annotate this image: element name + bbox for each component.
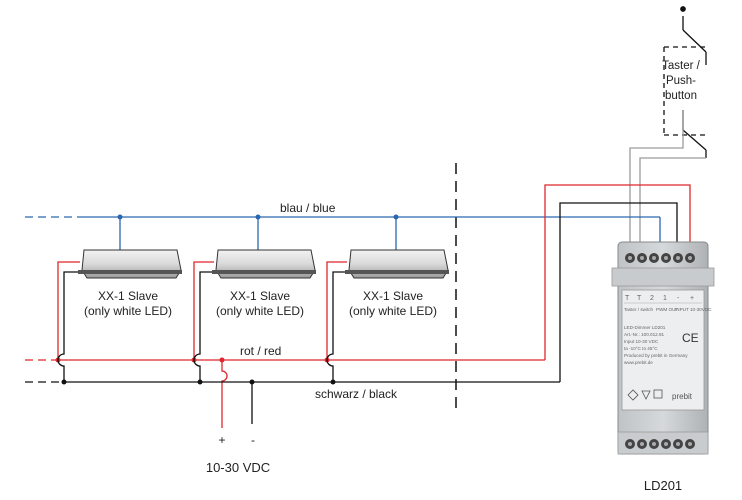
blue-junctions bbox=[117, 214, 399, 220]
terminal-t2: T bbox=[637, 295, 642, 302]
terminal-minus: - bbox=[677, 295, 680, 302]
supply-minus-label: - bbox=[251, 433, 255, 447]
supply-voltage-label: 10-30 VDC bbox=[206, 460, 270, 475]
slave-3-note: (only white LED) bbox=[349, 304, 437, 318]
device-info-3: Input 10-30 VDC bbox=[624, 339, 659, 344]
header-input: INPUT 10-30VDC bbox=[675, 307, 712, 312]
terminal-2: 2 bbox=[650, 295, 654, 302]
device-info-5: Produced by prebit in Germany bbox=[624, 353, 688, 358]
slave-lamp-3: XX-1 Slave (only white LED) bbox=[345, 249, 449, 318]
device-info-6: www.prebit.de bbox=[624, 360, 653, 365]
slave-2-name: XX-1 Slave bbox=[230, 289, 290, 303]
black-junctions bbox=[61, 379, 336, 385]
top-terminals bbox=[625, 253, 695, 263]
certification-icons bbox=[627, 389, 663, 401]
device-name-label: LD201 bbox=[644, 478, 682, 493]
slave-1-note: (only white LED) bbox=[84, 304, 172, 318]
slave-lamp-2: XX-1 Slave (only white LED) bbox=[212, 249, 316, 318]
terminal-plus: + bbox=[690, 295, 694, 302]
pushbutton-label-1: Taster / bbox=[662, 60, 701, 72]
blue-wire bbox=[25, 216, 661, 252]
pushbutton-label-3: button bbox=[665, 90, 697, 102]
device-info-4: ta -10°C to 45°C bbox=[624, 346, 658, 351]
terminal-t1: T bbox=[625, 295, 630, 302]
slave-1-name: XX-1 Slave bbox=[98, 289, 158, 303]
gray-switch-wires bbox=[629, 110, 706, 252]
red-wire bbox=[25, 184, 691, 428]
device-info-1: LED-Dimmer LD201 bbox=[624, 325, 666, 330]
black-wire bbox=[25, 202, 678, 424]
terminal-1: 1 bbox=[663, 295, 667, 302]
red-wire-label: rot / red bbox=[240, 344, 281, 358]
bottom-terminals bbox=[625, 439, 695, 449]
ld201-device: T T 2 1 - + Taster / switch PWM OUT INPU… bbox=[611, 241, 715, 455]
supply-plus-label: + bbox=[218, 433, 225, 447]
black-wire-label: schwarz / black bbox=[315, 387, 398, 401]
slave-lamp-1: XX-1 Slave (only white LED) bbox=[78, 249, 182, 318]
ce-mark: CE bbox=[682, 331, 699, 345]
header-pwm: PWM OUT bbox=[656, 307, 678, 312]
slave-3-name: XX-1 Slave bbox=[363, 289, 423, 303]
pushbutton-label-2: Push- bbox=[666, 75, 696, 87]
blue-wire-label: blau / blue bbox=[280, 201, 336, 215]
slave-2-note: (only white LED) bbox=[216, 304, 304, 318]
device-info-2: Art.-Nr.: 100.012.91 bbox=[624, 332, 665, 337]
header-switch: Taster / switch bbox=[624, 307, 654, 312]
brand-label: prebit bbox=[672, 392, 693, 401]
